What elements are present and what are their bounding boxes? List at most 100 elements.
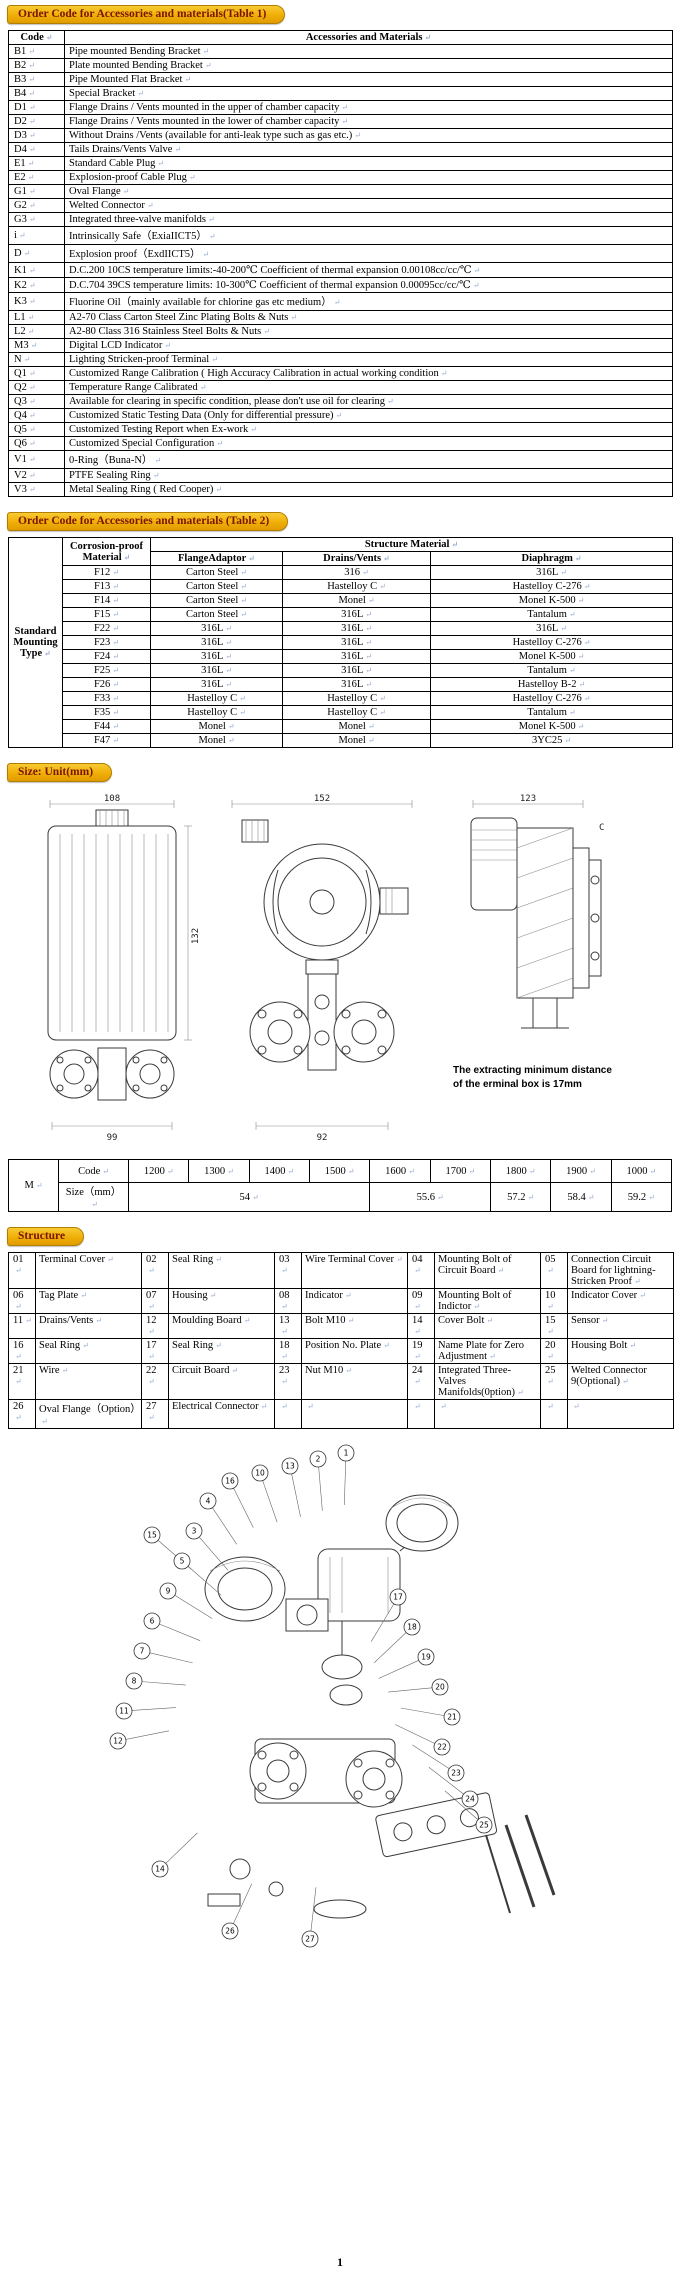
table1-header-desc: Accessories and Materials↵ xyxy=(64,30,673,45)
table-row: B4↵Special Bracket↵ xyxy=(8,86,673,101)
description-cell: Tails Drains/Vents Valve↵ xyxy=(64,142,673,157)
description-cell: Temperature Range Calibrated↵ xyxy=(64,380,673,395)
description-cell: Pipe Mounted Flat Bracket↵ xyxy=(64,72,673,87)
side-view-drawing: 123 C xyxy=(470,794,604,1029)
material-code-cell: F26↵ xyxy=(62,677,151,692)
part-number-cell: 07↵ xyxy=(141,1288,169,1314)
callout-leader xyxy=(165,1832,198,1864)
callout-number: 18 xyxy=(407,1623,417,1632)
part-name-cell: Nut M10↵ xyxy=(301,1363,408,1400)
table-row: E1↵Standard Cable Plug↵ xyxy=(8,156,673,171)
part-name-cell: ↵ xyxy=(434,1399,541,1429)
part-name-cell: ↵ xyxy=(567,1399,674,1429)
callout-leader xyxy=(262,1480,278,1523)
code-cell: i↵ xyxy=(8,226,65,245)
description-cell: Intrinsically Safe（ExiaIICT5）↵ xyxy=(64,226,673,245)
part-name-cell: Indicator Cover↵ xyxy=(567,1288,674,1314)
callout-circle xyxy=(143,1612,161,1630)
structure-material-header: Structure Material↵ xyxy=(149,537,674,552)
callout-leader xyxy=(444,1790,479,1820)
code-cell: Q4↵ xyxy=(8,408,65,423)
callout-circle xyxy=(475,1816,493,1834)
exploded-assembly xyxy=(204,1494,556,1919)
description-cell: Plate mounted Bending Bracket↵ xyxy=(64,58,673,73)
dimension-label: 92 xyxy=(317,1133,328,1143)
code-cell: G3↵ xyxy=(8,212,65,227)
diaphragm-cell: Tantalum↵ xyxy=(429,705,674,720)
callout-circle xyxy=(173,1552,191,1570)
structure-row: 16↵Seal Ring↵17↵Seal Ring↵18↵Position No… xyxy=(8,1338,674,1364)
callout-leader xyxy=(370,1603,395,1642)
code-cell: V3↵ xyxy=(8,482,65,497)
diaphragm-cell: Tantalum↵ xyxy=(429,607,674,622)
code-cell: Q6↵ xyxy=(8,436,65,451)
description-cell: Without Drains /Vents (available for ant… xyxy=(64,128,673,143)
callout-number: 19 xyxy=(421,1653,431,1662)
table-row: D1↵Flange Drains / Vents mounted in the … xyxy=(8,100,673,115)
flange-adaptor-cell: 316L↵ xyxy=(150,621,283,636)
part-name-cell: Oval Flange（Option）↵ xyxy=(35,1399,142,1429)
part-number-cell: 21↵ xyxy=(8,1363,36,1400)
part-number-cell: 20↵ xyxy=(540,1338,568,1364)
part-name-cell: Sensor↵ xyxy=(567,1313,674,1339)
table-row: i↵Intrinsically Safe（ExiaIICT5）↵ xyxy=(8,226,673,245)
description-cell: Explosion-proof Cable Plug↵ xyxy=(64,170,673,185)
description-cell: Customized Special Configuration↵ xyxy=(64,436,673,451)
description-cell: D.C.200 10CS temperature limits:-40-200℃… xyxy=(64,262,673,278)
part-name-cell: Terminal Cover↵ xyxy=(35,1252,142,1289)
code-cell: L1↵ xyxy=(8,310,65,325)
structure-subheader-2: Diaphragm↵ xyxy=(429,551,674,566)
part-number-cell: ↵ xyxy=(407,1399,435,1429)
callout-number: 17 xyxy=(393,1593,403,1602)
callout-circle xyxy=(443,1708,461,1726)
part-name-cell: Bolt M10↵ xyxy=(301,1313,408,1339)
code-cell: E1↵ xyxy=(8,156,65,171)
part-number-cell: 25↵ xyxy=(540,1363,568,1400)
part-name-cell: Seal Ring↵ xyxy=(168,1338,275,1364)
code-value-cell: 1300↵ xyxy=(188,1159,250,1183)
m-label-cell: M↵ xyxy=(8,1159,59,1212)
material-code-cell: F35↵ xyxy=(62,705,151,720)
part-number-cell: 11↵ xyxy=(8,1313,36,1339)
table-row: D4↵Tails Drains/Vents Valve↵ xyxy=(8,142,673,157)
callout-circle xyxy=(109,1732,127,1750)
table-row: E2↵Explosion-proof Cable Plug↵ xyxy=(8,170,673,185)
code-value-cell: 1600↵ xyxy=(369,1159,431,1183)
table-row: K2↵D.C.704 39CS temperature limits: 10-3… xyxy=(8,277,673,293)
table-row: Q5↵Customized Testing Report when Ex-wor… xyxy=(8,422,673,437)
description-cell: Digital LCD Indicator↵ xyxy=(64,338,673,353)
callout-circle xyxy=(151,1860,169,1878)
accessories-table-2: Standard Mounting Type↵Corrosion-proof M… xyxy=(8,537,674,748)
table-row: D3↵Without Drains /Vents (available for … xyxy=(8,128,673,143)
callout-number: 9 xyxy=(166,1587,171,1596)
structure-row: 06↵Tag Plate↵07↵Housing↵08↵Indicator↵09↵… xyxy=(8,1288,674,1314)
drains-vents-cell: Monel↵ xyxy=(282,733,431,748)
callout-circle xyxy=(389,1588,407,1606)
table-row: B2↵Plate mounted Bending Bracket↵ xyxy=(8,58,673,73)
part-name-cell: Name Plate for Zero Adjustment↵ xyxy=(434,1338,541,1364)
table1-banner: Order Code for Accessories and materials… xyxy=(7,5,286,24)
dimension-drawings: 108 132 99 152 xyxy=(22,790,680,1145)
callout-leader xyxy=(374,1632,407,1663)
table-row: F26↵316L↵316L↵Hastelloy B-2↵ xyxy=(9,677,674,692)
callout-circle xyxy=(159,1582,177,1600)
code-value-cell: 1700↵ xyxy=(429,1159,491,1183)
size-value-cell: 59.2↵ xyxy=(610,1182,673,1212)
callout-number: 5 xyxy=(180,1557,185,1566)
flange-adaptor-cell: Carton Steel↵ xyxy=(150,579,283,594)
part-number-cell: 08↵ xyxy=(274,1288,302,1314)
part-number-cell: 02↵ xyxy=(141,1252,169,1289)
diaphragm-cell: Tantalum↵ xyxy=(429,663,674,678)
page-number: 1 xyxy=(337,2255,343,2269)
drains-vents-cell: 316L↵ xyxy=(282,621,431,636)
callout-leader xyxy=(428,1766,464,1795)
description-cell: Integrated three-valve manifolds↵ xyxy=(64,212,673,227)
drains-vents-cell: Hastelloy C↵ xyxy=(282,691,431,706)
part-name-cell: Indicator↵ xyxy=(301,1288,408,1314)
callout-leader xyxy=(318,1466,323,1511)
callout-number: 1 xyxy=(344,1449,349,1458)
table-row: D2↵Flange Drains / Vents mounted in the … xyxy=(8,114,673,129)
callout-leader xyxy=(343,1460,347,1505)
code-value-cell: 1200↵ xyxy=(127,1159,190,1183)
code-cell: B1↵ xyxy=(8,44,65,59)
